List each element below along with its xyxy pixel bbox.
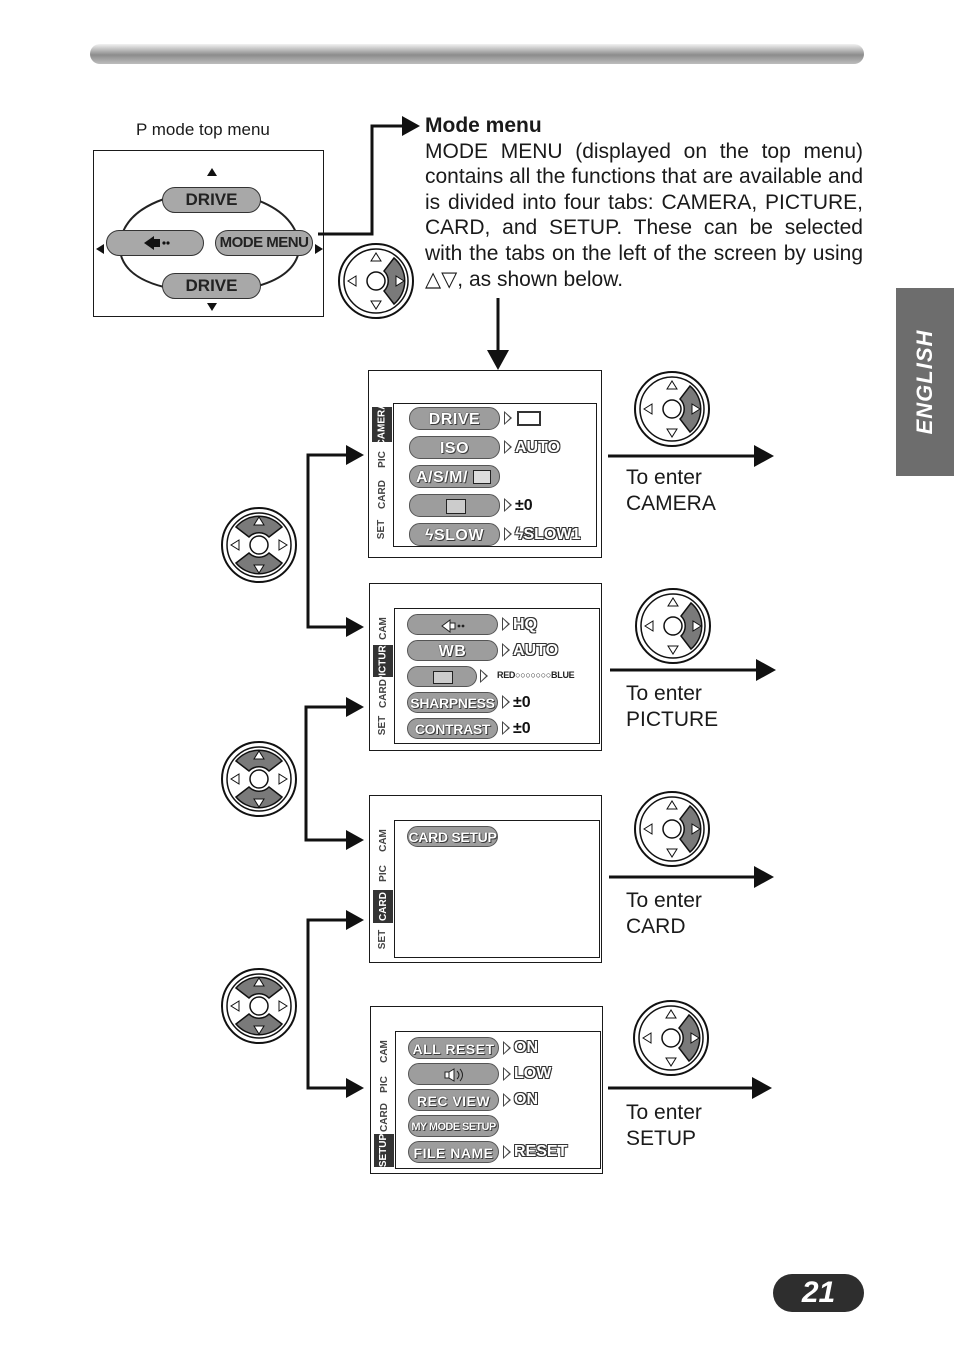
menu-row-value: RESET bbox=[514, 1143, 568, 1160]
enter-card-label: To enter CARD bbox=[626, 889, 702, 938]
menu-row-value: AUTO bbox=[513, 642, 559, 659]
picture-tab-screen: CAM PICTURE CARD SET HQ WB AUTO RED○○○○○… bbox=[369, 583, 602, 751]
menu-row-value: ±0 bbox=[513, 694, 531, 711]
drive-menu-item[interactable]: DRIVE bbox=[162, 187, 261, 213]
menu-row[interactable]: ±0 bbox=[409, 494, 599, 517]
enter-setup-label: To enter SETUP bbox=[626, 1101, 702, 1150]
menu-row[interactable]: ϟSLOW ϟSLOW1 bbox=[409, 523, 599, 546]
card-tab-screen: CAM PIC CARD SET CARD SETUP bbox=[369, 795, 602, 963]
tab-cam[interactable]: CAM bbox=[377, 829, 389, 852]
menu-row-value: AUTO bbox=[515, 439, 561, 456]
tab-card[interactable]: CARD bbox=[373, 890, 393, 923]
menu-row-value: RED○○○○○○○BLUE bbox=[497, 670, 575, 680]
wb-menu-item[interactable]: DRIVE bbox=[162, 273, 261, 299]
menu-row-label: ϟSLOW bbox=[409, 523, 500, 546]
enter-camera-label: To enter CAMERA bbox=[626, 466, 716, 515]
menu-row-label bbox=[407, 614, 498, 635]
menu-row[interactable]: CONTRAST ±0 bbox=[407, 718, 597, 741]
arrow-pad-right-icon bbox=[338, 243, 414, 319]
speaker-icon bbox=[444, 1068, 463, 1082]
enter-arrows bbox=[608, 445, 776, 1099]
arrow-pad-up-down-icon bbox=[221, 968, 297, 1044]
mode-menu-description: Mode menu MODE MENU (displayed on the to… bbox=[425, 113, 863, 292]
menu-row-label: CARD SETUP bbox=[407, 826, 498, 847]
tab-set[interactable]: SET bbox=[377, 716, 389, 736]
tab-pic[interactable]: PIC bbox=[378, 1076, 390, 1093]
top-menu-panel: DRIVE MODE MENU DRIVE bbox=[93, 150, 324, 317]
menu-row[interactable]: ISO AUTO bbox=[409, 436, 599, 459]
menu-row[interactable]: A/S/M/ bbox=[409, 465, 599, 488]
page-number: 21 bbox=[773, 1274, 864, 1312]
header-bar bbox=[90, 44, 864, 64]
arrow-pad-right-icon bbox=[634, 371, 710, 447]
my-mode-icon bbox=[473, 470, 491, 484]
tab-set[interactable]: SET bbox=[377, 929, 389, 950]
mode-menu-item[interactable]: MODE MENU bbox=[215, 230, 313, 256]
menu-row[interactable]: WB AUTO bbox=[407, 640, 597, 663]
menu-row-label: FILE NAME bbox=[408, 1141, 499, 1163]
quality-icon bbox=[144, 236, 170, 250]
tab-connectors bbox=[304, 445, 364, 1098]
single-frame-icon bbox=[517, 411, 541, 426]
quality-menu-item[interactable] bbox=[106, 230, 204, 256]
tab-picture[interactable]: PICTURE bbox=[373, 639, 393, 683]
menu-row-label: WB bbox=[407, 640, 498, 661]
menu-row-label: ALL RESET bbox=[408, 1037, 499, 1059]
tab-card[interactable]: CARD bbox=[378, 1103, 390, 1132]
menu-row-value: ON bbox=[514, 1039, 538, 1056]
menu-row-label bbox=[408, 1063, 499, 1085]
menu-row[interactable]: ALL RESET ON bbox=[408, 1037, 598, 1060]
down-arrow bbox=[487, 298, 509, 370]
menu-row-label: DRIVE bbox=[409, 407, 500, 430]
menu-row[interactable]: CARD SETUP bbox=[407, 826, 597, 849]
menu-row[interactable]: LOW bbox=[408, 1063, 598, 1086]
arrow-pad-up-down-icon bbox=[221, 507, 297, 583]
enter-picture-label: To enter PICTURE bbox=[626, 682, 719, 731]
menu-row-value: ±0 bbox=[513, 720, 531, 737]
menu-row-label: ISO bbox=[409, 436, 500, 459]
menu-row-label: CONTRAST bbox=[407, 718, 498, 739]
menu-row-label: REC VIEW bbox=[408, 1089, 499, 1111]
wb-adjust-icon bbox=[433, 671, 453, 684]
tab-setup[interactable]: SETUP bbox=[374, 1134, 394, 1167]
side-tab-label: ENGLISH bbox=[912, 329, 937, 435]
menu-row-value: LOW bbox=[514, 1065, 552, 1082]
menu-row[interactable]: FILE NAME RESET bbox=[408, 1141, 598, 1164]
quality-icon bbox=[440, 619, 464, 633]
menu-row-label: SHARPNESS bbox=[407, 692, 498, 713]
tab-camera[interactable]: CAMERA bbox=[372, 403, 392, 446]
tab-cam[interactable]: CAM bbox=[378, 1040, 390, 1063]
menu-row-label bbox=[407, 666, 477, 687]
menu-row-value: ϟSLOW1 bbox=[515, 526, 581, 543]
menu-row[interactable]: DRIVE bbox=[409, 407, 599, 430]
menu-row[interactable]: REC VIEW ON bbox=[408, 1089, 598, 1112]
arrow-pad-up-down-icon bbox=[221, 741, 297, 817]
menu-row[interactable]: RED○○○○○○○BLUE bbox=[407, 666, 597, 689]
menu-row-value: HQ bbox=[513, 616, 537, 633]
arrow-pad-right-icon bbox=[635, 588, 711, 664]
arrow-pad-right-icon bbox=[633, 1000, 709, 1076]
top-menu-caption: P mode top menu bbox=[136, 120, 270, 139]
mode-menu-text: MODE MENU (displayed on the top menu) co… bbox=[425, 139, 863, 291]
tab-pic[interactable]: PIC bbox=[377, 865, 389, 882]
menu-row-value: ±0 bbox=[515, 497, 533, 514]
menu-row[interactable]: HQ bbox=[407, 614, 597, 637]
menu-row-label: MY MODE SETUP bbox=[408, 1115, 499, 1137]
tab-card[interactable]: CARD bbox=[377, 678, 389, 708]
menu-row[interactable]: MY MODE SETUP bbox=[408, 1115, 598, 1138]
language-side-tab: ENGLISH bbox=[896, 288, 954, 476]
menu-row-label bbox=[409, 494, 500, 517]
camera-tab-screen: CAMERA PIC CARD SET DRIVE ISO AUTO A/S/M… bbox=[368, 370, 602, 558]
menu-row-value: ON bbox=[514, 1091, 538, 1108]
mode-menu-title: Mode menu bbox=[425, 114, 542, 137]
setup-tab-screen: CAM PIC CARD SETUP ALL RESET ON LOW REC … bbox=[370, 1006, 603, 1174]
arrow-pad-right-icon bbox=[634, 791, 710, 867]
exposure-compensation-icon bbox=[446, 499, 466, 514]
menu-row[interactable]: SHARPNESS ±0 bbox=[407, 692, 597, 715]
connector-mode-menu bbox=[318, 116, 420, 236]
